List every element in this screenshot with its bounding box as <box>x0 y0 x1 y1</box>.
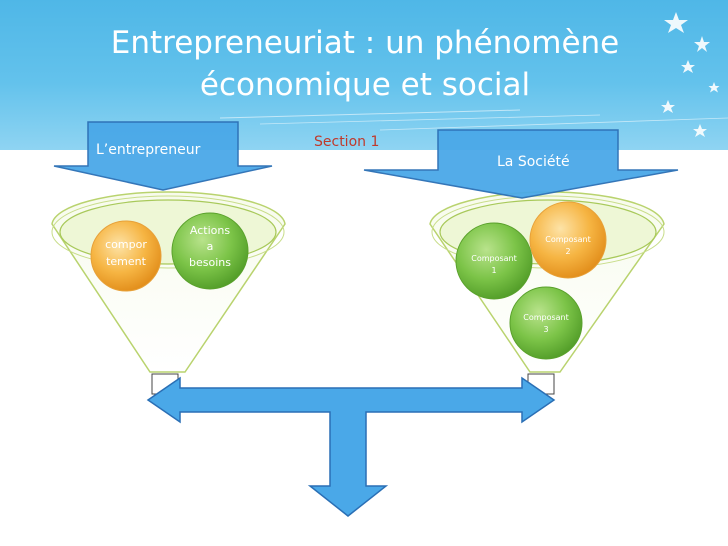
circle-label-line1: compor <box>105 238 147 251</box>
page-title: Entrepreneuriat : un phénomène économiqu… <box>60 22 670 106</box>
right-circle-composant-3: Composant 3 <box>509 286 583 360</box>
right-circle-composant-2: Composant 2 <box>529 201 607 279</box>
left-circle-actions: Actions a besoins <box>171 212 249 290</box>
left-circle-comportement: compor tement <box>90 220 162 292</box>
circle-label-line3: besoins <box>189 256 231 269</box>
entrepreneur-label: L’entrepreneur <box>96 142 201 158</box>
circle-label-line2: 1 <box>491 266 496 275</box>
entrepreneur-down-arrow <box>53 121 273 191</box>
title-streaks <box>219 109 728 131</box>
circle-label-line2: tement <box>106 255 147 268</box>
circle-label-line1: Actions <box>190 224 230 237</box>
circle-label-line2: 3 <box>543 325 548 334</box>
circle-label-line1: Composant <box>471 254 517 263</box>
star-icons <box>661 12 722 177</box>
title-line2: économique et social <box>199 67 531 103</box>
societe-label: La Société <box>497 154 570 170</box>
societe-down-arrow <box>363 129 679 199</box>
bottom-double-arrow <box>146 376 556 517</box>
circle-label-line2: a <box>207 240 214 253</box>
circle-label-line1: Composant <box>523 313 569 322</box>
title-line1: Entrepreneuriat : un phénomène <box>110 25 620 61</box>
circle-label-line2: 2 <box>565 247 570 256</box>
left-funnel <box>51 191 286 373</box>
section-label: Section 1 <box>314 134 380 150</box>
circle-label-line1: Composant <box>545 235 591 244</box>
right-circle-composant-1: Composant 1 <box>455 222 533 300</box>
